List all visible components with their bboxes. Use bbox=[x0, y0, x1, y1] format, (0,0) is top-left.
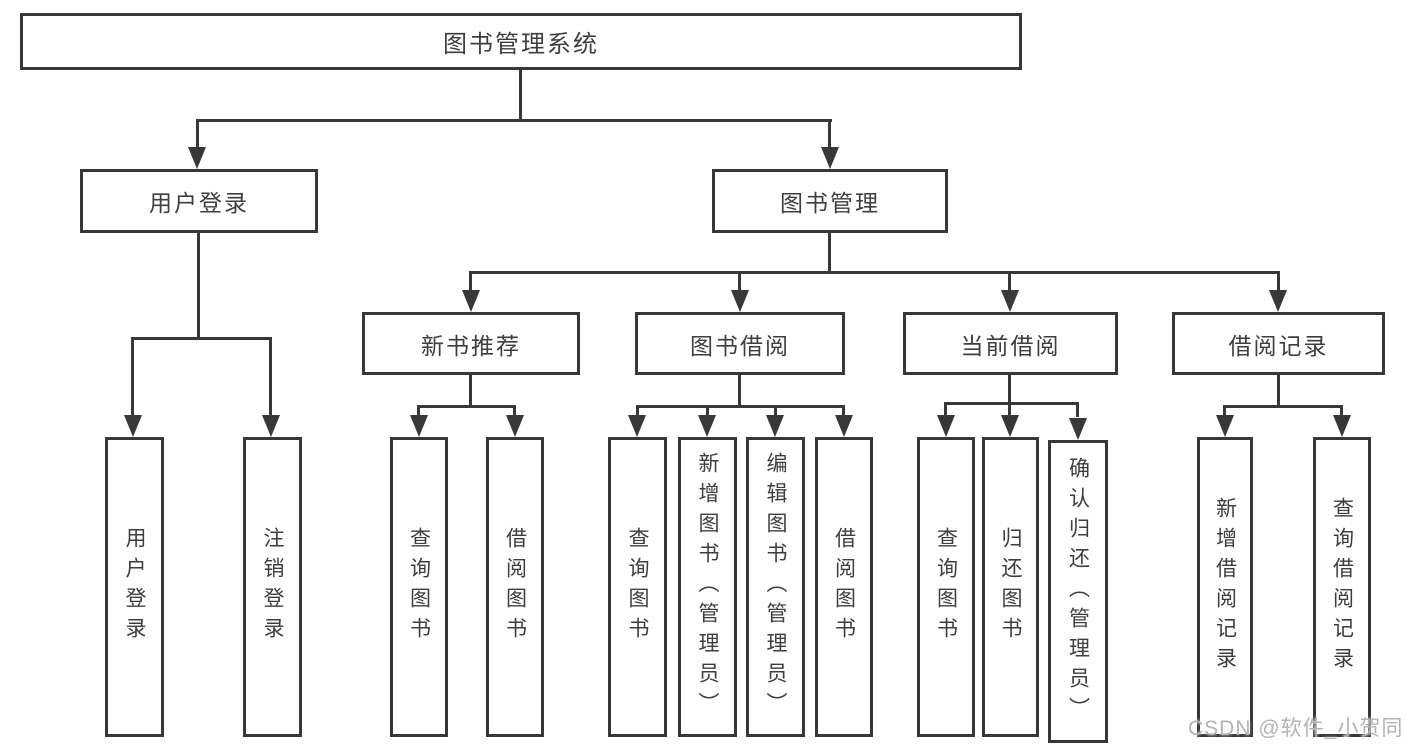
connector-drop-newbook bbox=[469, 271, 472, 292]
node-borrow-record-label: 借阅记录 bbox=[1228, 332, 1329, 359]
node-book-borrow-label: 图书借阅 bbox=[690, 332, 790, 359]
connector-drop-cur-return bbox=[1008, 402, 1011, 417]
leaf-borrow-borrow-books-label: 借阅图书 bbox=[832, 527, 856, 647]
leaf-borrow-edit-books-admin: 编辑图书（管理员） bbox=[746, 437, 805, 737]
leaf-current-query-books-label: 查询图书 bbox=[934, 527, 958, 647]
leaf-borrow-add-books-admin-label: 新增图书（管理员） bbox=[696, 452, 719, 722]
connector-drop-nb-borrow bbox=[513, 405, 516, 417]
connector-drop-book-mgmt bbox=[828, 119, 831, 149]
connector-drop-bw-query bbox=[636, 405, 639, 417]
leaf-current-confirm-return-admin-label: 确认归还（管理员） bbox=[1066, 456, 1090, 727]
arrowhead-bw-query bbox=[628, 415, 646, 437]
connector-mgmt-stem bbox=[828, 233, 831, 274]
arrowhead-cur-query bbox=[937, 415, 955, 437]
leaf-record-query-borrow-record: 查询借阅记录 bbox=[1313, 437, 1371, 737]
connector-current-stem bbox=[1008, 375, 1011, 405]
leaf-borrow-query-books-label: 查询图书 bbox=[626, 527, 649, 647]
node-current-borrow: 当前借阅 bbox=[903, 312, 1118, 375]
connector-borrow-stem bbox=[738, 375, 741, 408]
arrowhead-login-leaf bbox=[124, 415, 142, 437]
leaf-borrow-borrow-books: 借阅图书 bbox=[815, 437, 873, 737]
node-root-label: 图书管理系统 bbox=[443, 31, 599, 58]
node-book-borrow: 图书借阅 bbox=[635, 312, 845, 375]
leaf-borrow-query-books: 查询图书 bbox=[608, 437, 667, 737]
arrowhead-bw-edit bbox=[766, 415, 784, 437]
connector-drop-login-leaf bbox=[131, 337, 134, 415]
arrowhead-bw-borrow bbox=[835, 415, 853, 437]
leaf-borrow-add-books-admin: 新增图书（管理员） bbox=[678, 437, 737, 737]
connector-drop-record bbox=[1277, 271, 1280, 292]
connector-drop-nb-query bbox=[417, 405, 420, 417]
connector-record-rail bbox=[1223, 405, 1343, 408]
leaf-newbook-borrow-books: 借阅图书 bbox=[486, 437, 544, 737]
connector-current-rail bbox=[944, 402, 1079, 405]
leaf-record-add-borrow-record-label: 新增借阅记录 bbox=[1213, 497, 1237, 677]
connector-drop-logout-leaf bbox=[269, 337, 272, 415]
connector-drop-rec-query bbox=[1340, 405, 1343, 417]
node-root: 图书管理系统 bbox=[20, 13, 1022, 70]
csdn-watermark: CSDN @软件_小贺同学 bbox=[1188, 717, 1405, 740]
connector-drop-bw-add bbox=[706, 405, 709, 417]
leaf-record-add-borrow-record: 新增借阅记录 bbox=[1197, 437, 1253, 737]
leaf-current-return-books: 归还图书 bbox=[982, 437, 1039, 737]
node-new-book-recommend-label: 新书推荐 bbox=[421, 332, 521, 359]
arrowhead-nb-query bbox=[410, 415, 428, 437]
connector-drop-borrow bbox=[738, 271, 741, 292]
leaf-logout: 注销登录 bbox=[243, 437, 302, 737]
connector-login-stem bbox=[197, 233, 200, 339]
leaf-logout-label: 注销登录 bbox=[261, 527, 284, 647]
arrowhead-current bbox=[1001, 290, 1019, 312]
node-book-management: 图书管理 bbox=[712, 169, 948, 233]
arrowhead-book-mgmt bbox=[821, 147, 839, 169]
connector-drop-bw-borrow bbox=[842, 405, 845, 417]
connector-drop-bw-edit bbox=[774, 405, 777, 417]
arrowhead-record bbox=[1269, 290, 1287, 312]
arrowhead-logout-leaf bbox=[262, 415, 280, 437]
arrowhead-cur-return bbox=[1001, 415, 1019, 437]
node-book-management-label: 图书管理 bbox=[780, 190, 880, 216]
node-new-book-recommend: 新书推荐 bbox=[362, 312, 580, 375]
connector-root-stem bbox=[519, 70, 522, 121]
connector-drop-current bbox=[1008, 271, 1011, 292]
connector-root-rail bbox=[196, 119, 832, 122]
leaf-user-login-label: 用户登录 bbox=[123, 527, 146, 647]
node-borrow-record: 借阅记录 bbox=[1172, 312, 1385, 375]
connector-borrow-rail bbox=[636, 405, 845, 408]
leaf-current-confirm-return-admin: 确认归还（管理员） bbox=[1048, 440, 1108, 743]
leaf-user-login: 用户登录 bbox=[105, 437, 164, 737]
node-user-login-label: 用户登录 bbox=[149, 190, 249, 216]
leaf-newbook-borrow-books-label: 借阅图书 bbox=[503, 527, 527, 647]
arrowhead-cur-confirm bbox=[1069, 418, 1087, 440]
arrowhead-rec-add bbox=[1216, 415, 1234, 437]
connector-newbook-rail bbox=[417, 405, 516, 408]
node-user-login: 用户登录 bbox=[80, 169, 318, 233]
leaf-record-query-borrow-record-label: 查询借阅记录 bbox=[1330, 497, 1354, 677]
leaf-newbook-query-books-label: 查询图书 bbox=[407, 527, 431, 647]
connector-drop-rec-add bbox=[1223, 405, 1226, 417]
connector-drop-cur-query bbox=[944, 402, 947, 417]
connector-newbook-stem bbox=[469, 375, 472, 408]
arrowhead-borrow bbox=[731, 290, 749, 312]
arrowhead-user-login bbox=[188, 147, 206, 169]
leaf-current-query-books: 查询图书 bbox=[917, 437, 975, 737]
leaf-newbook-query-books: 查询图书 bbox=[390, 437, 448, 737]
connector-drop-user-login bbox=[196, 119, 199, 149]
arrowhead-rec-query bbox=[1333, 415, 1351, 437]
arrowhead-bw-add bbox=[698, 415, 716, 437]
leaf-borrow-edit-books-admin-label: 编辑图书（管理员） bbox=[764, 452, 787, 722]
leaf-current-return-books-label: 归还图书 bbox=[999, 527, 1022, 647]
connector-drop-cur-confirm bbox=[1076, 402, 1079, 417]
node-current-borrow-label: 当前借阅 bbox=[960, 332, 1061, 359]
arrowhead-nb-borrow bbox=[506, 415, 524, 437]
connector-login-rail bbox=[131, 337, 272, 340]
arrowhead-newbook bbox=[462, 290, 480, 312]
connector-mgmt-rail bbox=[469, 271, 1280, 274]
connector-record-stem bbox=[1277, 375, 1280, 408]
